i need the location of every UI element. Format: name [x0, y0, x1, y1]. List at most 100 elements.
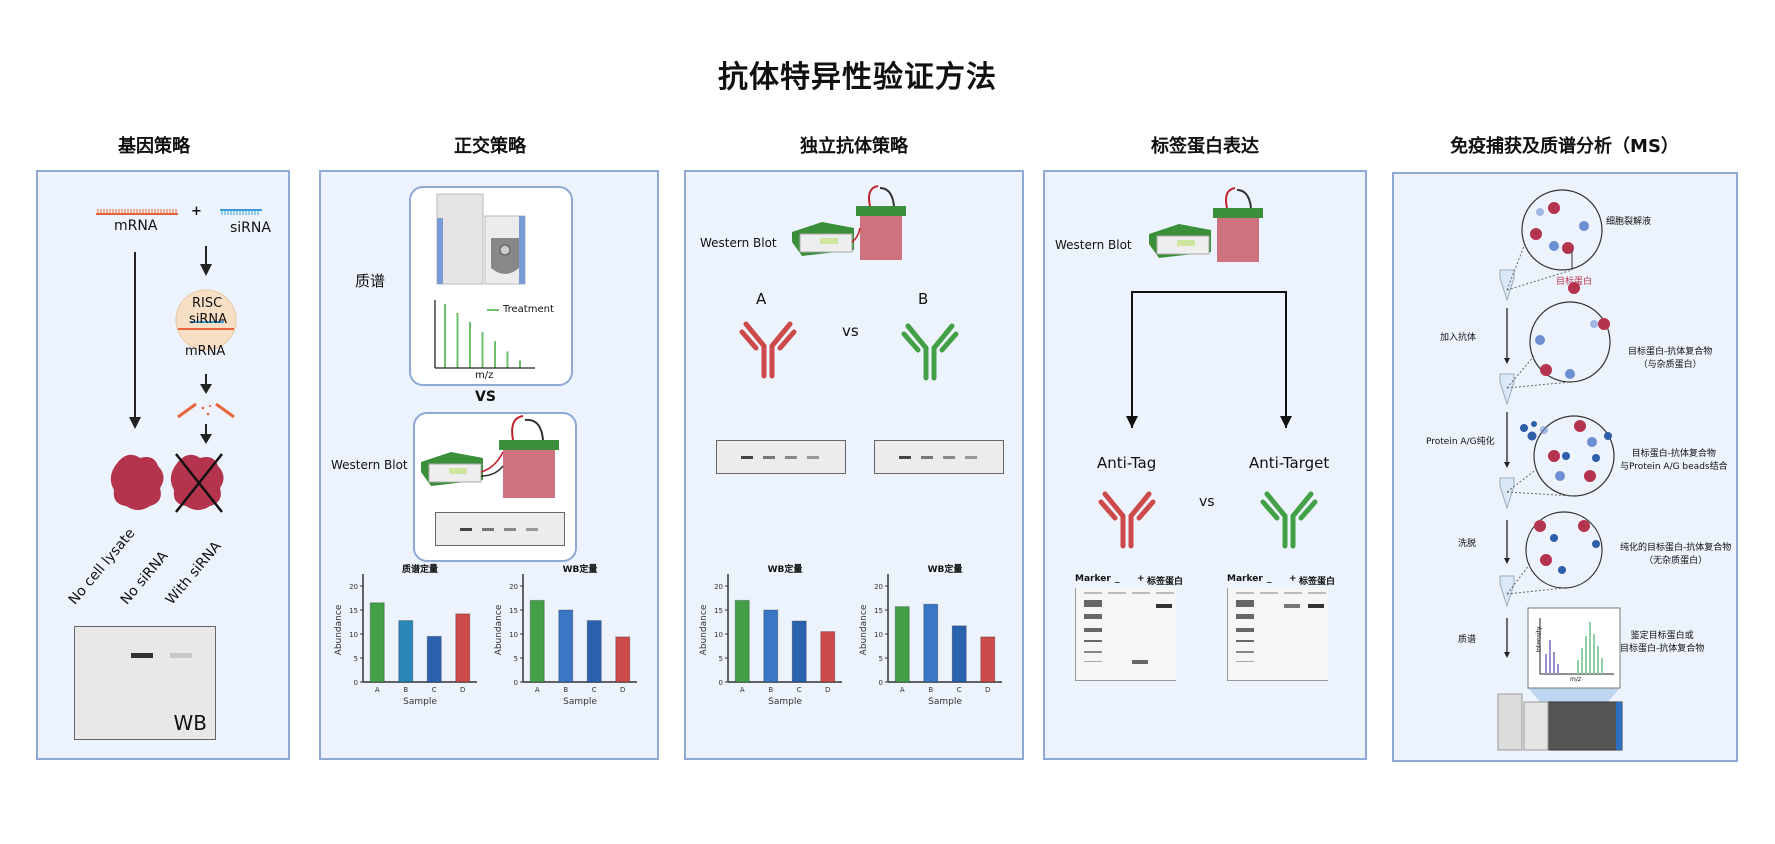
- gel-header-tag: 标签蛋白: [1147, 577, 1184, 587]
- antibody-b-label: B: [918, 290, 929, 308]
- x-tick-label: B: [563, 686, 568, 694]
- arrow-icon: [129, 252, 141, 429]
- y-tick-label: 15: [874, 607, 883, 615]
- zoom-circle-beads: [1533, 415, 1615, 497]
- bar-A: [369, 602, 385, 683]
- y-tick-label: 10: [349, 631, 358, 639]
- step2-right-label: 目标蛋白-抗体复合物 （与杂质蛋白）: [1628, 347, 1713, 370]
- bar-A: [894, 606, 910, 683]
- bar-B: [763, 609, 779, 683]
- wb-strip: [435, 512, 565, 546]
- x-tick-label: A: [900, 686, 905, 694]
- x-tick-label: D: [620, 686, 625, 694]
- x-tick-label: D: [825, 686, 830, 694]
- gel-body: [1227, 588, 1328, 681]
- y-axis-label: Abundance: [699, 604, 709, 655]
- y-tick-label: 10: [509, 631, 518, 639]
- y-tick-label: 0: [719, 679, 723, 687]
- bar-A: [529, 599, 545, 683]
- gel-header-minus: _: [1267, 574, 1272, 584]
- sirna-strand-icon: [220, 209, 262, 215]
- band: [921, 456, 933, 459]
- bar-D: [455, 613, 471, 683]
- y-axis-label: Abundance: [494, 604, 504, 655]
- band: [482, 528, 494, 531]
- vs-label: vs: [1199, 494, 1215, 510]
- tube-icon: [1499, 575, 1515, 608]
- spectrum-xlabel: m/z: [1570, 676, 1582, 683]
- gel-header-tag: 标签蛋白: [1299, 577, 1336, 587]
- tube-icon: [1499, 373, 1515, 406]
- chart-title: WB定量: [768, 563, 803, 575]
- y-axis-label: Abundance: [859, 604, 869, 655]
- ip-ms-spectrum: [1527, 607, 1621, 704]
- x-axis-label: Sample: [928, 697, 962, 707]
- ms-xlabel: m/z: [475, 370, 494, 381]
- bar-A: [734, 599, 750, 683]
- gel-header-plus: +: [1137, 574, 1145, 584]
- band: [504, 528, 516, 531]
- arrow-icon: [200, 374, 212, 394]
- arrow-icon: [200, 246, 212, 276]
- x-tick-label: B: [928, 686, 933, 694]
- gel-header-marker: Marker: [1227, 574, 1263, 584]
- x-tick-label: A: [740, 686, 745, 694]
- zoom-circle-lysate: [1521, 189, 1603, 271]
- column-title-independent: 独立抗体策略: [800, 136, 908, 157]
- antibody-red-icon: [739, 321, 797, 379]
- y-tick-label: 15: [349, 607, 358, 615]
- band: [785, 456, 797, 459]
- band-plus: [1284, 604, 1300, 608]
- panel-orthogonal-strategy: 质谱 Treatment m/z VS Western Blot: [319, 170, 659, 760]
- bar-C: [791, 620, 807, 683]
- mrna-strand-icon: [96, 209, 178, 215]
- risc-mrna-label: mRNA: [185, 344, 226, 359]
- y-tick-label: 0: [354, 679, 358, 687]
- main-title: 抗体特异性验证方法: [718, 60, 997, 95]
- x-axis-label: Sample: [563, 697, 597, 707]
- band: [763, 456, 775, 459]
- gel-header-minus: _: [1115, 574, 1120, 584]
- y-tick-label: 10: [714, 631, 723, 639]
- panel-tagged-protein: Western Blot Anti-Tag Anti-Target vs Mar…: [1043, 170, 1367, 760]
- plus-sign: +: [191, 204, 202, 219]
- x-axis-label: Sample: [403, 697, 437, 707]
- bar-D: [980, 636, 996, 683]
- step1-right-label: 细胞裂解液: [1606, 217, 1652, 227]
- ms-spectrum-chart: [444, 304, 521, 368]
- ms-label: 质谱: [355, 272, 386, 290]
- electrophoresis-apparatus-icon: [421, 415, 559, 498]
- band-tag: [1308, 604, 1324, 608]
- bar-D: [615, 636, 631, 683]
- target-protein-icon: [1548, 202, 1560, 214]
- band: [460, 528, 472, 531]
- y-tick-label: 5: [514, 655, 518, 663]
- step3-left-label: Protein A/G纯化: [1426, 437, 1495, 447]
- band: [965, 456, 977, 459]
- band-tag: [1156, 604, 1172, 608]
- band-with-sirna: [170, 653, 192, 658]
- x-tick-label: C: [432, 686, 437, 694]
- antibody-green-icon: [901, 323, 959, 381]
- bar-D: [820, 631, 836, 683]
- risc-complex-icon: [175, 289, 237, 351]
- gel-anti-tag: Marker _ + 标签蛋白: [1075, 574, 1184, 684]
- anti-tag-label: Anti-Tag: [1097, 454, 1157, 472]
- mass-spectrometer-icon: [436, 193, 526, 285]
- x-tick-label: D: [460, 686, 465, 694]
- gel-header-marker: Marker: [1075, 574, 1111, 584]
- bar-B: [558, 609, 574, 683]
- gel-anti-target: Marker _ + 标签蛋白: [1227, 574, 1336, 684]
- risc-sirna-label: siRNA: [189, 312, 228, 327]
- chart-title: WB定量: [928, 563, 963, 575]
- column-title-genetic: 基因策略: [118, 136, 190, 157]
- protein-knocked-down-icon: [170, 453, 224, 513]
- chart-title: WB定量: [563, 563, 598, 575]
- band: [807, 456, 819, 459]
- x-tick-label: C: [797, 686, 802, 694]
- risc-label: RISC: [192, 296, 223, 311]
- vs-label: VS: [475, 389, 496, 405]
- wb-strip-a: [716, 440, 846, 474]
